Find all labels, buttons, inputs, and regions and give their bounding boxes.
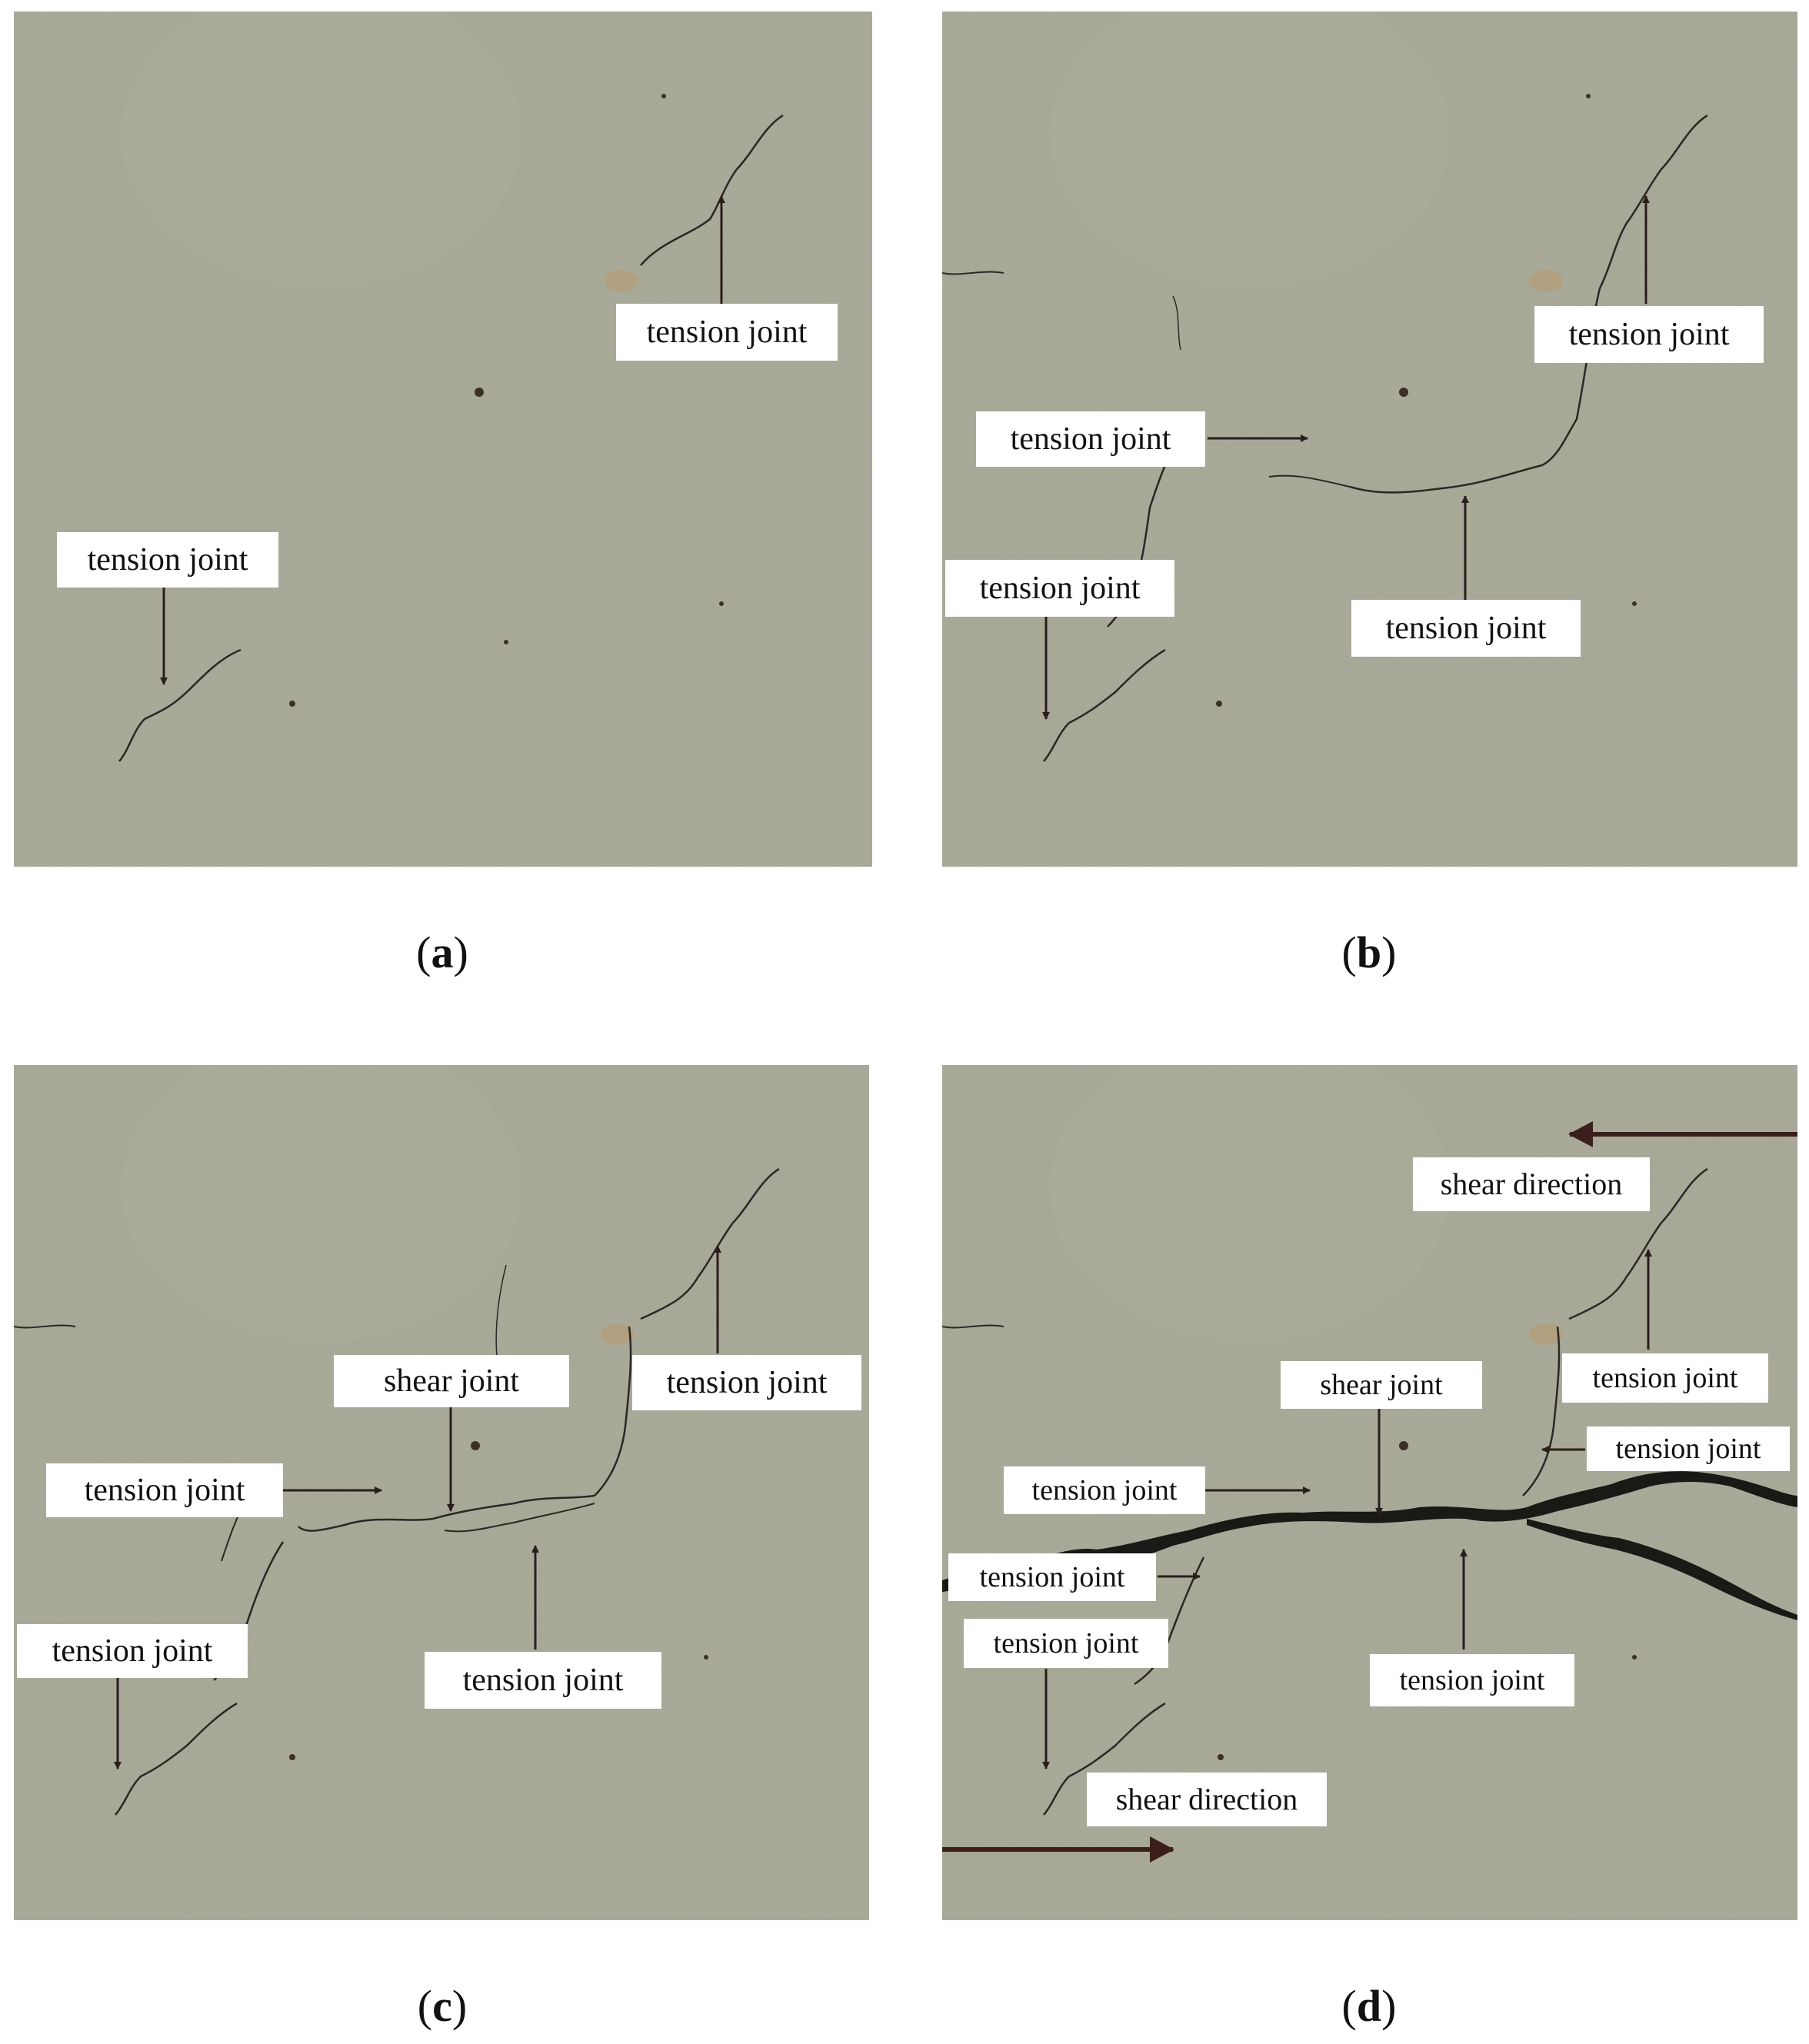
- panel-d-photo: shear direction shear joint tension join…: [942, 1065, 1797, 1920]
- label-tension-joint: tension joint: [57, 532, 278, 588]
- label-tension-joint: tension joint: [632, 1355, 861, 1410]
- annotation-arrows: [1042, 195, 1650, 720]
- concrete-specimen-image: [942, 12, 1797, 867]
- label-tension-joint: tension joint: [616, 304, 838, 361]
- annotation-arrows: [942, 1121, 1797, 1863]
- caption-a: (a): [416, 927, 468, 977]
- annotation-arrows: [160, 195, 725, 685]
- panel-a-photo: tension joint tension joint: [14, 12, 872, 867]
- concrete-specimen-image: [14, 12, 872, 867]
- label-tension-joint: tension joint: [948, 1553, 1156, 1601]
- label-shear-direction: shear direction: [1087, 1773, 1327, 1826]
- panel-c-photo: shear joint tension joint tension joint …: [14, 1065, 869, 1920]
- label-tension-joint: tension joint: [1351, 600, 1581, 657]
- caption-d: (d): [1341, 1981, 1397, 2031]
- label-shear-joint: shear joint: [1281, 1361, 1482, 1409]
- label-tension-joint: tension joint: [1534, 306, 1764, 363]
- label-tension-joint: tension joint: [945, 560, 1174, 617]
- label-tension-joint: tension joint: [964, 1619, 1168, 1668]
- caption-b: (b): [1341, 927, 1397, 977]
- label-shear-joint: shear joint: [334, 1355, 569, 1407]
- annotation-arrows: [114, 1245, 721, 1769]
- label-tension-joint: tension joint: [1587, 1426, 1790, 1471]
- panel-b-photo: tension joint tension joint tension join…: [942, 12, 1797, 867]
- caption-c: (c): [417, 1981, 468, 2031]
- label-shear-direction: shear direction: [1413, 1157, 1650, 1211]
- label-tension-joint: tension joint: [1562, 1353, 1768, 1403]
- label-tension-joint: tension joint: [46, 1463, 283, 1517]
- label-tension-joint: tension joint: [976, 411, 1205, 467]
- label-tension-joint: tension joint: [17, 1624, 248, 1678]
- concrete-specimen-image: [942, 1065, 1797, 1920]
- label-tension-joint: tension joint: [1370, 1654, 1574, 1706]
- label-tension-joint: tension joint: [1004, 1466, 1205, 1514]
- label-tension-joint: tension joint: [425, 1652, 661, 1709]
